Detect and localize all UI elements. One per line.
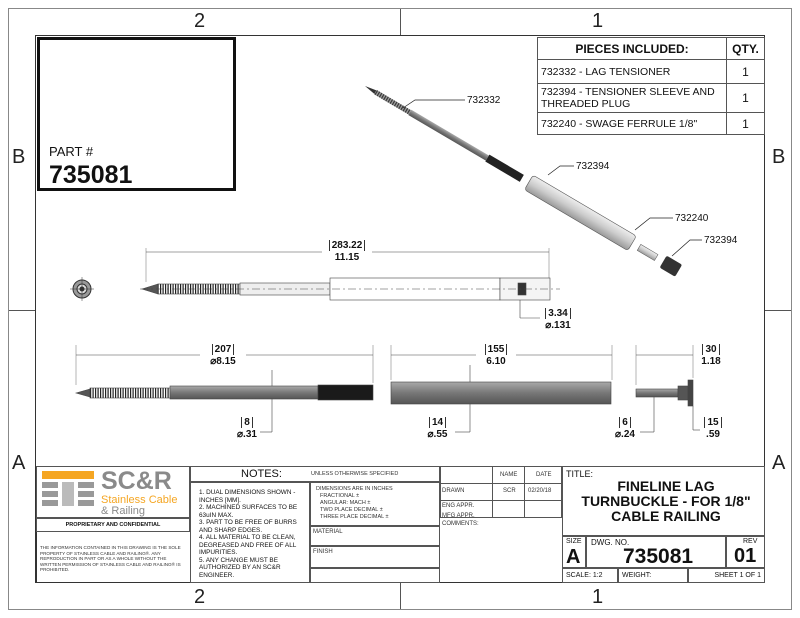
notes-header: NOTES: UNLESS OTHERWISE SPECIFIED [190,466,440,482]
zone-divider [8,310,35,311]
logo-line2: & Railing [101,505,146,517]
outer-border [8,8,792,610]
scale-cell: SCALE: 1:2 [562,568,618,583]
logo-mark [42,471,94,506]
callout-732394: 732394 [576,161,610,172]
dim-plug-dia: 15.59 [704,417,722,440]
sheet-cell: SHEET 1 OF 1 [688,568,765,583]
callout-732332: 732332 [467,95,501,106]
notes-body: 1. DUAL DIMENSIONS SHOWN - INCHES [MM]. … [190,482,310,583]
eng-appr-label: ENG APPR. [442,503,475,509]
dim-lag-length: 207⌀8.15 [200,344,246,368]
note: 5. ANY CHANGE MUST BE AUTHORIZED BY AN S… [199,556,281,579]
zone-left-a: A [12,452,26,474]
pieces-header: PIECES INCLUDED: [537,37,727,60]
piece-item: 732240 - SWAGE FERRULE 1/8" [537,112,727,135]
drawn-name: SCR [503,488,516,494]
weight-cell: WEIGHT: [618,568,688,583]
part-label: PART # [49,144,94,159]
ferrule-plug-view [635,345,700,433]
size-cell: SIZE A [562,536,586,568]
drawn-label: DRAWN [442,488,465,494]
note: 2. MACHINED SURFACES TO BE 63uIN MAX. [199,504,298,519]
zone-bottom-1: 1 [592,586,604,608]
qty-header: QTY. [726,37,765,60]
logo-line1: Stainless Cable [101,494,178,506]
callout-732394-plug: 732394 [704,235,738,246]
material-field: MATERIAL [310,526,440,546]
name-header: NAME [500,472,518,478]
zone-divider [400,583,401,610]
zone-top-1: 1 [592,10,604,32]
disclaimer: THE INFORMATION CONTAINED IN THIS DRAWIN… [40,545,181,572]
zone-right-b: B [772,146,786,168]
piece-qty: 1 [726,83,765,113]
comments-label: COMMENTS: [442,521,479,527]
dim-bore: 3.34⌀.131 [545,308,571,331]
piece-qty: 1 [726,59,765,84]
dim-ferrule-dia: 6⌀.24 [615,417,635,440]
sleeve-view [390,345,613,433]
piece-item: 732394 - TENSIONER SLEEVE AND THREADED P… [537,83,727,113]
zone-right-a: A [772,452,786,474]
piece-item: 732332 - LAG TENSIONER [537,59,727,84]
blank-field [310,568,440,583]
zone-top-2: 2 [194,10,206,32]
col-divider [492,466,525,518]
finish-field: FINISH [310,546,440,568]
part-inset: PART # 735081 [37,37,236,191]
proprietary-cell: PROPRIETARY AND CONFIDENTIAL [36,518,190,532]
mfg-appr-label: MFG APPR. [442,513,475,519]
note: 3. PART TO BE FREE OF BURRS AND SHARP ED… [199,519,297,534]
lag-tensioner-view [74,345,374,433]
title-cell: TITLE: FINELINE LAG TURNBUCKLE - FOR 1/8… [562,466,765,536]
zone-divider [400,8,401,35]
row-divider [440,483,562,501]
callout-732240: 732240 [675,213,709,224]
logo-cell: SC&R Stainless Cable & Railing [36,466,190,518]
zone-bottom-2: 2 [194,586,206,608]
dwg-cell: DWG. NO. 735081 [586,536,726,568]
rev-cell: REV 01 [726,536,765,568]
pieces-table: PIECES INCLUDED:QTY. 732332 - LAG TENSIO… [537,37,765,135]
exploded-iso-view [365,86,682,277]
table-row: 732240 - SWAGE FERRULE 1/8"1 [537,112,765,135]
logo-text: SC&R [101,467,172,495]
note: 4. ALL MATERIAL TO BE CLEAN, DEGREASED A… [199,534,297,556]
drawing-title: FINELINE LAG TURNBUCKLE - FOR 1/8" CABLE… [581,478,751,524]
part-number: 735081 [49,161,133,189]
note: 1. DUAL DIMENSIONS SHOWN - INCHES [MM]. [199,489,296,504]
dim-sleeve-dia: 14⌀.55 [427,417,448,440]
dim-lag-dia: 8⌀.31 [237,417,257,440]
end-view [70,277,94,301]
drawn-date: 02/20/18 [528,488,552,494]
date-header: DATE [536,472,552,478]
zone-divider [765,310,792,311]
leader-lines [402,99,702,257]
zone-left-b: B [12,146,26,168]
table-row: 732394 - TENSIONER SLEEVE AND THREADED P… [537,83,765,113]
dwg-number: 735081 [623,545,694,568]
assembly-side-view [140,248,560,319]
piece-qty: 1 [726,112,765,135]
